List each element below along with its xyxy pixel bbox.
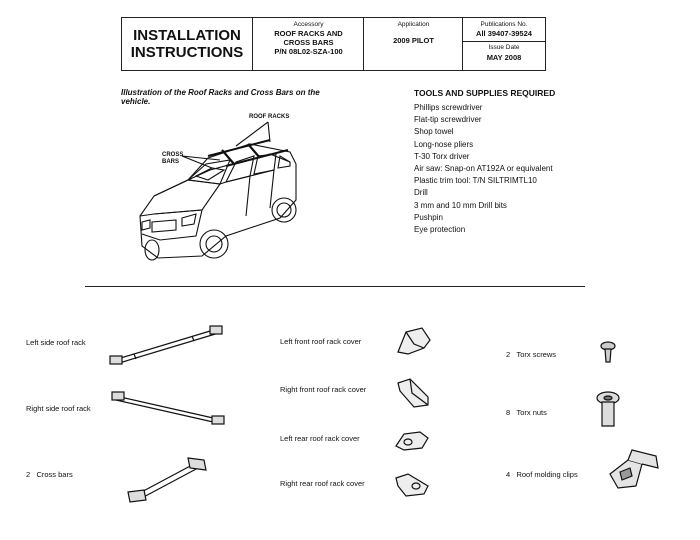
torx-screw-icon <box>600 341 616 363</box>
label-torx-screws: 2 Torx screws <box>506 350 556 359</box>
tool-item: Flat-tip screwdriver <box>414 115 482 125</box>
callout-cross-line-2: BARS <box>162 159 180 165</box>
tool-item: Phillips screwdriver <box>414 103 483 112</box>
tool-item: T-30 Torx driver <box>414 151 470 161</box>
caption-line-1: Illustration of the Roof Racks and Cross… <box>121 88 320 97</box>
left-roof-rack-icon <box>109 325 223 365</box>
label-left-front-cover: Left front roof rack cover <box>280 337 362 346</box>
accessory-name-line-2: CROSS BARS <box>283 38 334 47</box>
callout-roof-racks: ROOF RACKS <box>249 114 290 120</box>
issue-date-label: Issue Date <box>488 44 520 51</box>
accessory-cell: Accessory ROOF RACKS AND CROSS BARS P/N … <box>252 18 364 70</box>
roof-molding-clip-icon <box>609 449 659 489</box>
accessory-label: Accessory <box>293 21 324 28</box>
accessory-name-line-1: ROOF RACKS AND <box>274 29 343 38</box>
tool-item: Eye protection <box>414 225 466 235</box>
tool-item: Drill <box>414 188 428 198</box>
tool-item: Pushpin <box>414 212 443 222</box>
application-label: Application <box>397 21 430 28</box>
publications-value: All 39407-39524 <box>476 29 532 38</box>
header-table: INSTALLATION INSTRUCTIONS Accessory ROOF… <box>121 17 546 71</box>
name-torx-nuts: Torx nuts <box>516 408 547 417</box>
name-roof-molding-clips: Roof molding clips <box>516 470 578 479</box>
left-front-cover-icon <box>397 327 431 355</box>
tool-item: Long-nose pliers <box>414 139 474 149</box>
right-front-cover-icon <box>397 378 429 408</box>
callout-cross-bars: CROSS BARS <box>162 152 183 166</box>
qty-torx-screws: 2 <box>506 350 511 359</box>
issue-date-value: MAY 2008 <box>486 53 522 62</box>
document-title: INSTALLATION INSTRUCTIONS <box>122 27 252 61</box>
label-left-rear-cover: Left rear roof rack cover <box>280 434 360 443</box>
tool-item: Air saw: Snap-on AT192A or equivalent <box>414 164 553 174</box>
left-rear-cover-icon <box>395 431 429 451</box>
label-roof-molding-clips: 4 Roof molding clips <box>506 470 578 479</box>
name-cross-bars: Cross bars <box>36 470 73 479</box>
tool-item: 3 mm and 10 mm Drill bits <box>414 200 507 210</box>
tools-section: TOOLS AND SUPPLIES REQUIRED Phillips scr… <box>414 88 644 236</box>
caption-line-2: vehicle. <box>121 97 151 106</box>
label-right-front-cover: Right front roof rack cover <box>280 385 367 394</box>
callout-cross-line-1: CROSS <box>162 152 184 158</box>
qty-cross-bars: 2 <box>26 470 31 479</box>
tools-heading: TOOLS AND SUPPLIES REQUIRED <box>414 88 556 98</box>
application-value: 2009 PILOT <box>393 36 434 45</box>
label-left-side-roof-rack: Left side roof rack <box>26 338 86 347</box>
vehicle-illustration <box>139 121 297 261</box>
cross-bars-icon <box>127 457 207 503</box>
publication-cell: Publications No. All 39407-39524 Issue D… <box>462 18 545 70</box>
right-rear-cover-icon <box>395 473 429 497</box>
part-number: P/N 08L02-SZA-100 <box>274 47 343 56</box>
label-right-side-roof-rack: Right side roof rack <box>26 404 91 413</box>
label-cross-bars: 2 Cross bars <box>26 470 73 479</box>
illustration-caption: Illustration of the Roof Racks and Cross… <box>121 88 351 106</box>
label-right-rear-cover: Right rear roof rack cover <box>280 479 365 488</box>
tool-item: Plastic trim tool: T/N SILTRIMTL10 <box>414 176 537 186</box>
qty-roof-molding-clips: 4 <box>506 470 511 479</box>
right-roof-rack-icon <box>111 391 225 425</box>
qty-torx-nuts: 8 <box>506 408 511 417</box>
title-line-1: INSTALLATION <box>133 27 241 44</box>
label-torx-nuts: 8 Torx nuts <box>506 408 547 417</box>
application-cell: Application 2009 PILOT <box>363 18 463 70</box>
torx-nut-icon <box>596 391 620 427</box>
section-divider <box>85 286 585 287</box>
publications-label: Publications No. <box>480 21 528 28</box>
title-line-2: INSTRUCTIONS <box>130 44 244 61</box>
tools-list: Phillips screwdriver Flat-tip screwdrive… <box>414 102 644 236</box>
tool-item: Shop towel <box>414 127 454 137</box>
name-torx-screws: Torx screws <box>516 350 557 359</box>
